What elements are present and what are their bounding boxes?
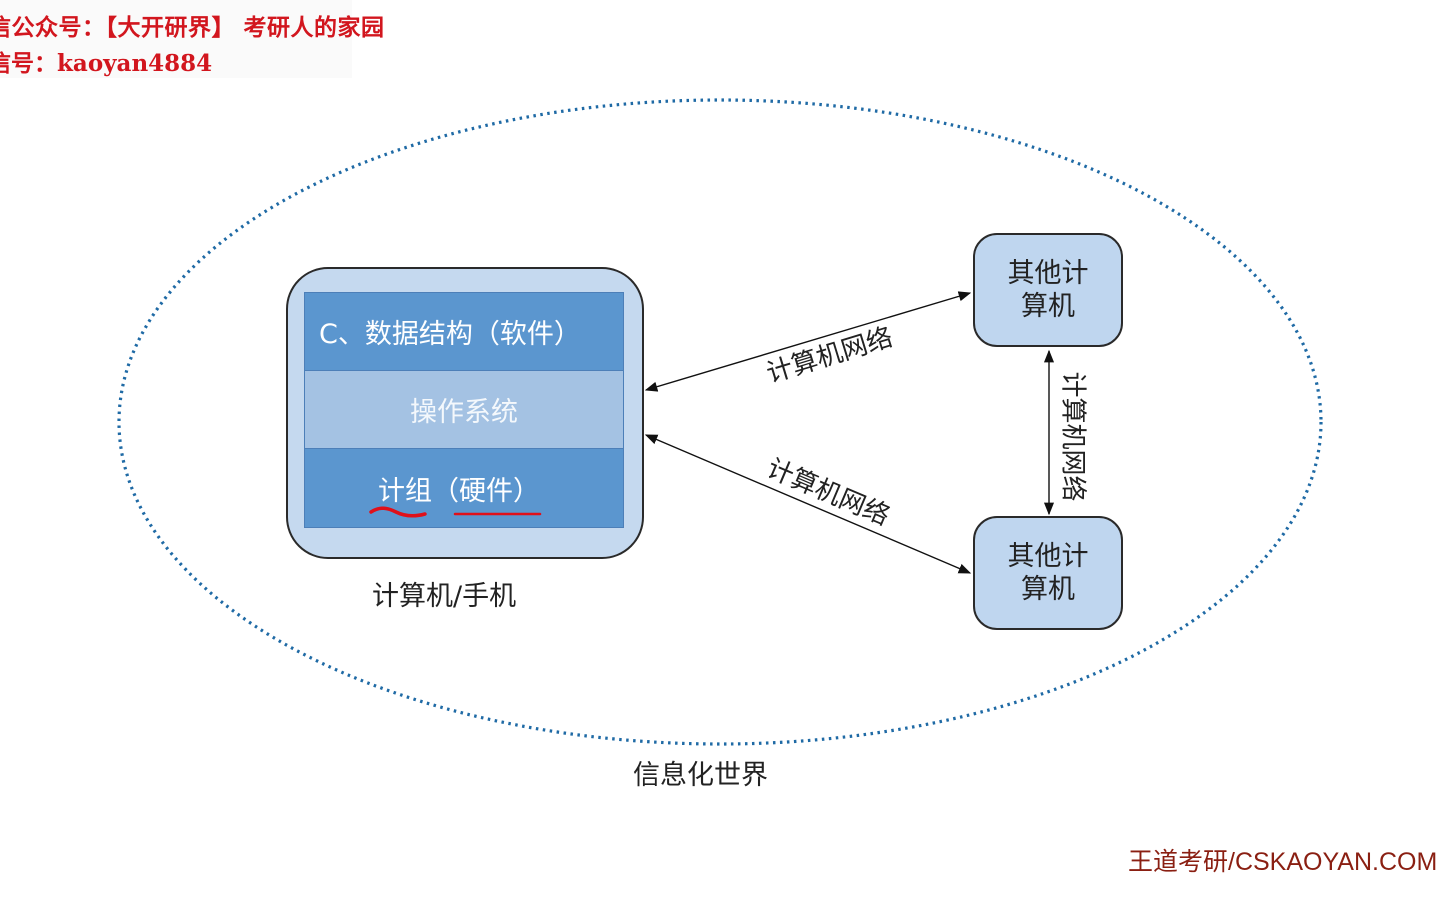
network-label-vertical: 计算机网络 bbox=[1057, 371, 1088, 502]
other-computer-2: 其他计算机 bbox=[973, 516, 1123, 630]
layer-hardware-label: 计组（硬件） bbox=[378, 475, 540, 507]
watermark: 信公众号：【大开研界】 考研人的家园 信号：kaoyan4884 bbox=[0, 0, 384, 78]
layer-software: C、数据结构（软件） bbox=[305, 293, 623, 371]
network-link-device-to-computer-2 bbox=[644, 434, 972, 574]
layer-os: 操作系统 bbox=[305, 371, 623, 449]
other-computer-2-label: 其他计算机 bbox=[1007, 541, 1089, 605]
other-computer-1: 其他计算机 bbox=[973, 233, 1123, 347]
layer-os-label: 操作系统 bbox=[410, 397, 518, 428]
layer-stack: C、数据结构（软件） 操作系统 计组（硬件） bbox=[304, 292, 624, 528]
watermark-line-1: 信公众号：【大开研界】 考研人的家园 bbox=[0, 14, 385, 41]
watermark-line-2: 信号：kaoyan4884 bbox=[0, 50, 213, 77]
information-world-ellipse bbox=[117, 98, 1323, 746]
footer-brand: 王道考研/CSKAOYAN.COM bbox=[1128, 848, 1438, 876]
layer-software-label: C、数据结构（软件） bbox=[319, 319, 581, 350]
network-link-device-to-computer-1 bbox=[644, 291, 972, 392]
world-label: 信息化世界 bbox=[633, 760, 768, 791]
other-computer-1-label: 其他计算机 bbox=[1007, 258, 1089, 322]
layer-hardware: 计组（硬件） bbox=[305, 449, 623, 527]
device-caption: 计算机/手机 bbox=[372, 581, 517, 612]
